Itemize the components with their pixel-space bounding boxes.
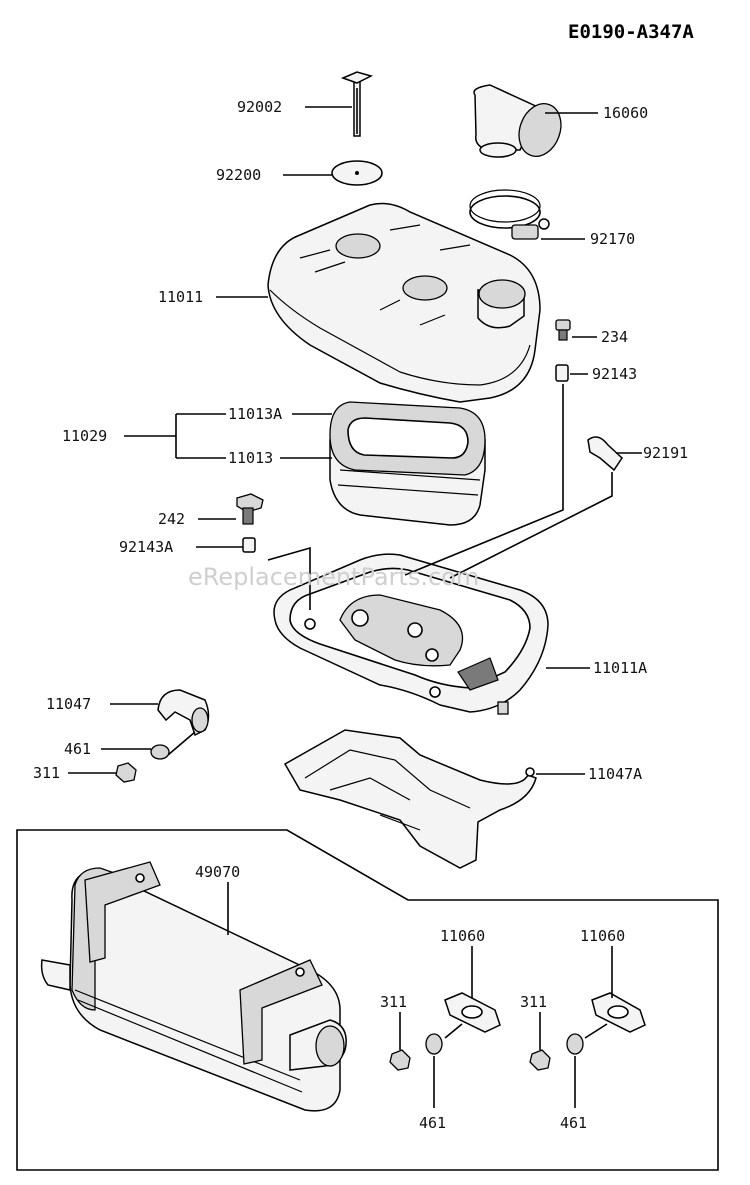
label-92170: 92170	[590, 230, 635, 248]
label-461-right: 461	[560, 1114, 587, 1132]
label-92191: 92191	[643, 444, 688, 462]
diagram-code: E0190-A347A	[568, 21, 694, 43]
label-11011: 11011	[158, 288, 203, 306]
label-11013A: 11013A	[228, 405, 282, 423]
label-242: 242	[158, 510, 185, 528]
collar-92143	[555, 364, 569, 382]
part-labels: 92002 16060 92200 92170 11011 234 92143 …	[33, 98, 688, 1132]
nut-311-left	[115, 762, 137, 783]
leader-92143-to-base	[404, 384, 564, 576]
heat-shield-11047A	[283, 729, 537, 869]
collar-92143A	[242, 537, 256, 553]
hose-92191	[587, 436, 623, 472]
screw-234	[555, 319, 571, 341]
label-234: 234	[601, 328, 628, 346]
washer-461-mid	[425, 1033, 443, 1055]
leader-lines	[68, 106, 642, 1108]
leader-92191-to-base	[449, 472, 613, 579]
label-92143A: 92143A	[119, 538, 173, 556]
bolt-242	[236, 493, 264, 525]
label-311: 311	[33, 764, 60, 782]
label-16060: 16060	[603, 104, 648, 122]
label-11047: 11047	[46, 695, 91, 713]
label-92002: 92002	[237, 98, 282, 116]
label-49070: 49070	[195, 863, 240, 881]
washer-461-left	[150, 744, 170, 760]
muffler-49070	[40, 861, 347, 1112]
nut-311-right	[529, 1049, 551, 1071]
washer-461-right	[566, 1033, 584, 1055]
label-11013: 11013	[228, 449, 273, 467]
leader-92143A-to-base	[267, 546, 311, 610]
label-92200: 92200	[216, 166, 261, 184]
label-11047A: 11047A	[588, 765, 642, 783]
gasket-11060-right	[584, 992, 646, 1039]
label-461: 461	[64, 740, 91, 758]
label-11060-right: 11060	[580, 927, 625, 945]
muffler-group-frame	[16, 829, 719, 1171]
watermark: eReplacementParts.com	[188, 563, 479, 591]
elbow-16060	[473, 84, 562, 158]
air-cleaner-cover-11011	[267, 202, 541, 403]
filter-element-11013	[329, 401, 486, 526]
label-11029: 11029	[62, 427, 107, 445]
air-cleaner-base-11011A	[273, 553, 549, 715]
label-11011A: 11011A	[593, 659, 647, 677]
label-461-mid: 461	[419, 1114, 446, 1132]
clamp-92170	[469, 189, 550, 240]
label-311-mid: 311	[380, 993, 407, 1011]
bolt-92002	[340, 71, 374, 137]
label-92143: 92143	[592, 365, 637, 383]
breather-pipe-11047	[157, 689, 210, 756]
label-11060-left: 11060	[440, 927, 485, 945]
nut-311-mid	[389, 1049, 411, 1071]
gasket-11060-left	[444, 992, 501, 1039]
label-311-right: 311	[520, 993, 547, 1011]
